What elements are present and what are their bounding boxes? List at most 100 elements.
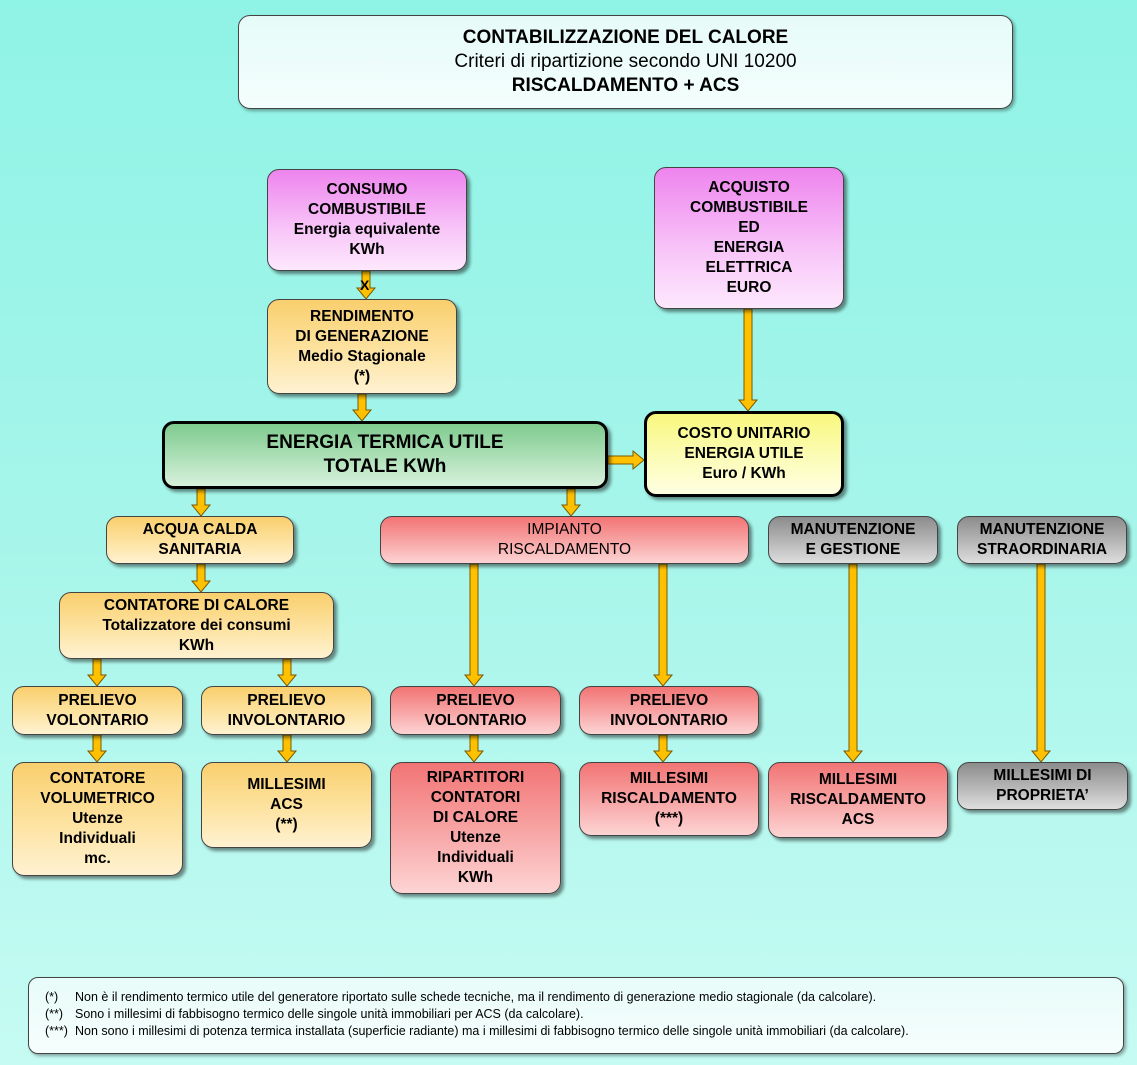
note-row: (**) Sono i millesimi di fabbisogno termi… <box>45 1006 1123 1023</box>
node-text-line: CONTATORE <box>49 770 146 787</box>
node-text-line: (***) <box>654 810 684 827</box>
arrow-energia-to-costo <box>607 449 645 471</box>
node-text-line: RENDIMENTO <box>310 307 414 325</box>
node-text-line: RISCALDAMENTO <box>790 791 926 808</box>
node-text-line: PROPRIETA’ <box>996 787 1089 804</box>
node-text-line: MANUTENZIONE <box>790 521 916 538</box>
note-row: (*) Non è il rendimento termico utile del… <box>45 989 1123 1006</box>
node-text-line: E GESTIONE <box>805 541 901 558</box>
note-row: (***) Non sono i millesimi di potenza ter… <box>45 1023 1123 1040</box>
node-text-line: IMPIANTO <box>527 521 602 538</box>
node-text-line: RIPARTITORI <box>426 769 525 786</box>
node-text-line: COMBUSTIBILE <box>308 201 426 218</box>
arrow-to-ripartitori <box>463 734 485 763</box>
node-text-line: PRELIEVO <box>58 691 137 709</box>
node-text-line: EURO <box>726 279 772 296</box>
manutenzione-straordinaria-box: MANUTENZIONE STRAORDINARIA <box>957 516 1127 564</box>
title-box: CONTABILIZZAZIONE DEL CALORE Criteri di … <box>238 15 1013 109</box>
manutenzione-gestione-box: MANUTENZIONE E GESTIONE <box>768 516 938 564</box>
node-text-line: ACQUISTO <box>708 179 790 196</box>
node-text-line: STRAORDINARIA <box>976 541 1108 558</box>
notes-box: (*) Non è il rendimento termico utile del… <box>28 977 1124 1054</box>
arrow-energia-to-impianto <box>560 488 582 517</box>
node-text-line: Individuali <box>59 830 136 847</box>
millesimi-riscaldamento-acs-box: MILLESIMI RISCALDAMENTO ACS <box>768 762 948 838</box>
node-text-line: VOLONTARIO <box>46 711 149 729</box>
arrow-acquisto-to-costo <box>737 308 759 412</box>
arrow-energia-to-acs <box>190 488 212 517</box>
node-text-line: INVOLONTARIO <box>610 711 728 729</box>
node-text-line: PRELIEVO <box>247 691 326 709</box>
node-text-line: Euro / KWh <box>702 465 786 482</box>
node-text-line: COMBUSTIBILE <box>690 199 808 216</box>
prelievo-volontario-acs-box: PRELIEVO VOLONTARIO <box>12 686 183 735</box>
node-text-line: ACS <box>270 796 303 813</box>
node-text-line: TOTALE KWh <box>323 456 447 477</box>
node-text-line: PRELIEVO <box>436 691 515 709</box>
node-text-line: INVOLONTARIO <box>227 711 346 729</box>
arrow-impianto-to-prelievo-invol <box>652 563 674 687</box>
note-mark: (*) <box>45 990 59 1004</box>
note-mark: (***) <box>45 1024 68 1038</box>
node-text-line: RISCALDAMENTO <box>601 790 737 807</box>
arrow-contatore-to-prelievo-vol <box>86 658 108 687</box>
node-text-line: CONTATORI <box>430 789 521 806</box>
node-text-line: MILLESIMI <box>818 771 898 788</box>
node-text-line: SANITARIA <box>158 541 242 558</box>
note-text: Non è il rendimento termico utile del ge… <box>75 990 877 1004</box>
arrow-to-millesimi-acs <box>276 734 298 763</box>
node-text-line: MANUTENZIONE <box>979 521 1105 538</box>
node-text-line: DI GENERAZIONE <box>295 327 429 345</box>
node-text-line: Medio Stagionale <box>298 347 426 365</box>
multiply-label: X <box>360 277 370 293</box>
node-text-line: Utenze <box>450 829 501 846</box>
note-text: Sono i millesimi di fabbisogno termico d… <box>75 1007 584 1021</box>
node-text-line: DI CALORE <box>432 809 519 826</box>
node-text-line: CONTATORE DI CALORE <box>103 596 290 614</box>
node-text-line: COSTO UNITARIO <box>677 425 811 442</box>
note-mark: (**) <box>45 1007 64 1021</box>
arrow-acs-to-contatore <box>190 563 212 593</box>
node-text-line: MILLESIMI <box>247 776 326 793</box>
arrow-consumo-to-rendimento <box>355 270 377 300</box>
costo-unitario-box: COSTO UNITARIO ENERGIA UTILE Euro / KWh <box>644 411 844 497</box>
node-text-line: Utenze <box>72 810 123 827</box>
arrow-rendimento-to-energia <box>351 393 373 422</box>
rendimento-generazione-box: RENDIMENTO DI GENERAZIONE Medio Stagionale… <box>267 299 457 394</box>
energia-termica-utile-box: ENERGIA TERMICA UTILE TOTALE KWh <box>162 421 608 489</box>
arrow-straordinaria-to-millesimi <box>1030 563 1052 763</box>
node-text-line: ENERGIA TERMICA UTILE <box>266 432 504 453</box>
node-text-line: ENERGIA UTILE <box>684 445 804 462</box>
node-text-line: (**) <box>275 816 298 833</box>
title-line-2: Criteri di ripartizione secondo UNI 1020… <box>454 51 797 72</box>
node-text-line: KWh <box>178 636 215 654</box>
prelievo-involontario-acs-box: PRELIEVO INVOLONTARIO <box>201 686 372 735</box>
node-text-line: KWh <box>349 241 385 258</box>
node-text-line: KWh <box>457 869 494 886</box>
title-line-3: RISCALDAMENTO + ACS <box>511 75 740 96</box>
title-line-1: CONTABILIZZAZIONE DEL CALORE <box>462 27 789 48</box>
arrow-to-contatore-volumetrico <box>86 734 108 763</box>
node-text-line: Energia equivalente <box>293 221 441 238</box>
node-text-line: ACQUA CALDA <box>142 521 258 538</box>
node-text-line: mc. <box>84 850 111 867</box>
node-text-line: ELETTRICA <box>705 259 793 276</box>
node-text-line: Totalizzatore dei consumi <box>102 616 291 634</box>
node-text-line: RISCALDAMENTO <box>497 541 632 558</box>
arrow-contatore-to-prelievo-invol <box>276 658 298 687</box>
arrow-to-millesimi-risc <box>652 734 674 763</box>
arrow-impianto-to-prelievo-vol <box>463 563 485 687</box>
node-text-line: ED <box>738 219 760 236</box>
node-text-line: ENERGIA <box>713 239 785 256</box>
node-text-line: ACS <box>841 811 875 828</box>
note-text: Non sono i millesimi di potenza termica … <box>75 1024 909 1038</box>
contatore-di-calore-box: CONTATORE DI CALORE Totalizzatore dei con… <box>59 592 334 659</box>
impianto-riscaldamento-box: IMPIANTO RISCALDAMENTO <box>380 516 749 564</box>
